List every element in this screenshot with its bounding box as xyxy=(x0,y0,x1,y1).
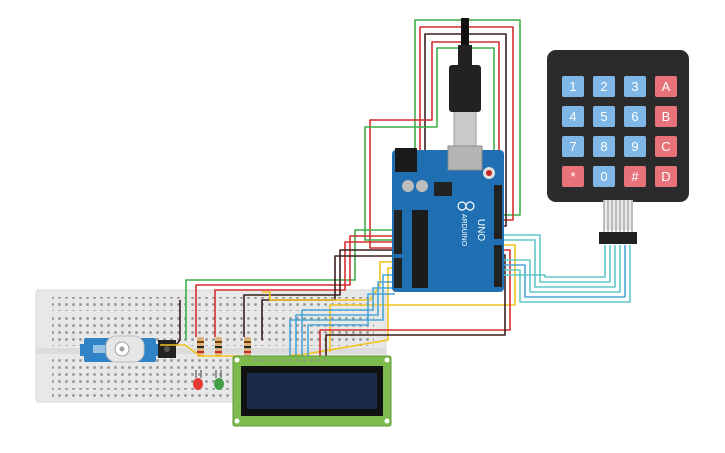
resistor[interactable] xyxy=(197,337,204,357)
key-1[interactable]: 1 xyxy=(562,76,584,97)
keypad-4x4[interactable]: 1 2 3 A 4 5 6 B 7 8 9 C * 0 # D xyxy=(547,50,689,244)
ic-component[interactable] xyxy=(158,340,176,358)
key-5[interactable]: 5 xyxy=(593,106,615,127)
key-d[interactable]: D xyxy=(655,166,677,187)
key-label: 7 xyxy=(569,139,576,154)
key-label: C xyxy=(661,139,670,154)
key-label: 2 xyxy=(600,79,607,94)
red-led[interactable] xyxy=(193,370,203,390)
key-label: # xyxy=(631,169,639,184)
key-label: A xyxy=(662,79,671,94)
key-label: 1 xyxy=(569,79,576,94)
key-label: 6 xyxy=(631,109,638,124)
wires xyxy=(160,19,631,357)
key-label: 9 xyxy=(631,139,638,154)
key-label: * xyxy=(570,169,575,184)
key-label: 4 xyxy=(569,109,576,124)
key-0[interactable]: 0 xyxy=(593,166,615,187)
arduino-model-label: UNO xyxy=(475,219,486,241)
key-4[interactable]: 4 xyxy=(562,106,584,127)
key-label: D xyxy=(661,169,670,184)
key-7[interactable]: 7 xyxy=(562,136,584,157)
key-label: 5 xyxy=(600,109,607,124)
arduino-uno-board[interactable]: ARDUINO UNO xyxy=(392,18,504,292)
key-2[interactable]: 2 xyxy=(593,76,615,97)
resistor[interactable] xyxy=(244,337,251,357)
key-label: 3 xyxy=(631,79,638,94)
key-6[interactable]: 6 xyxy=(624,106,646,127)
key-c[interactable]: C xyxy=(655,136,677,157)
key-b[interactable]: B xyxy=(655,106,677,127)
key-3[interactable]: 3 xyxy=(624,76,646,97)
green-led[interactable] xyxy=(214,370,224,390)
servo-motor[interactable] xyxy=(80,335,160,363)
lcd-16x2[interactable] xyxy=(232,355,392,427)
key-star[interactable]: * xyxy=(562,166,584,187)
key-hash[interactable]: # xyxy=(624,166,646,187)
key-a[interactable]: A xyxy=(655,76,677,97)
key-label: 0 xyxy=(600,169,607,184)
arduino-brand-label: ARDUINO xyxy=(460,214,467,247)
key-9[interactable]: 9 xyxy=(624,136,646,157)
key-8[interactable]: 8 xyxy=(593,136,615,157)
resistor[interactable] xyxy=(215,337,222,357)
key-label: B xyxy=(662,109,671,124)
key-label: 8 xyxy=(600,139,607,154)
